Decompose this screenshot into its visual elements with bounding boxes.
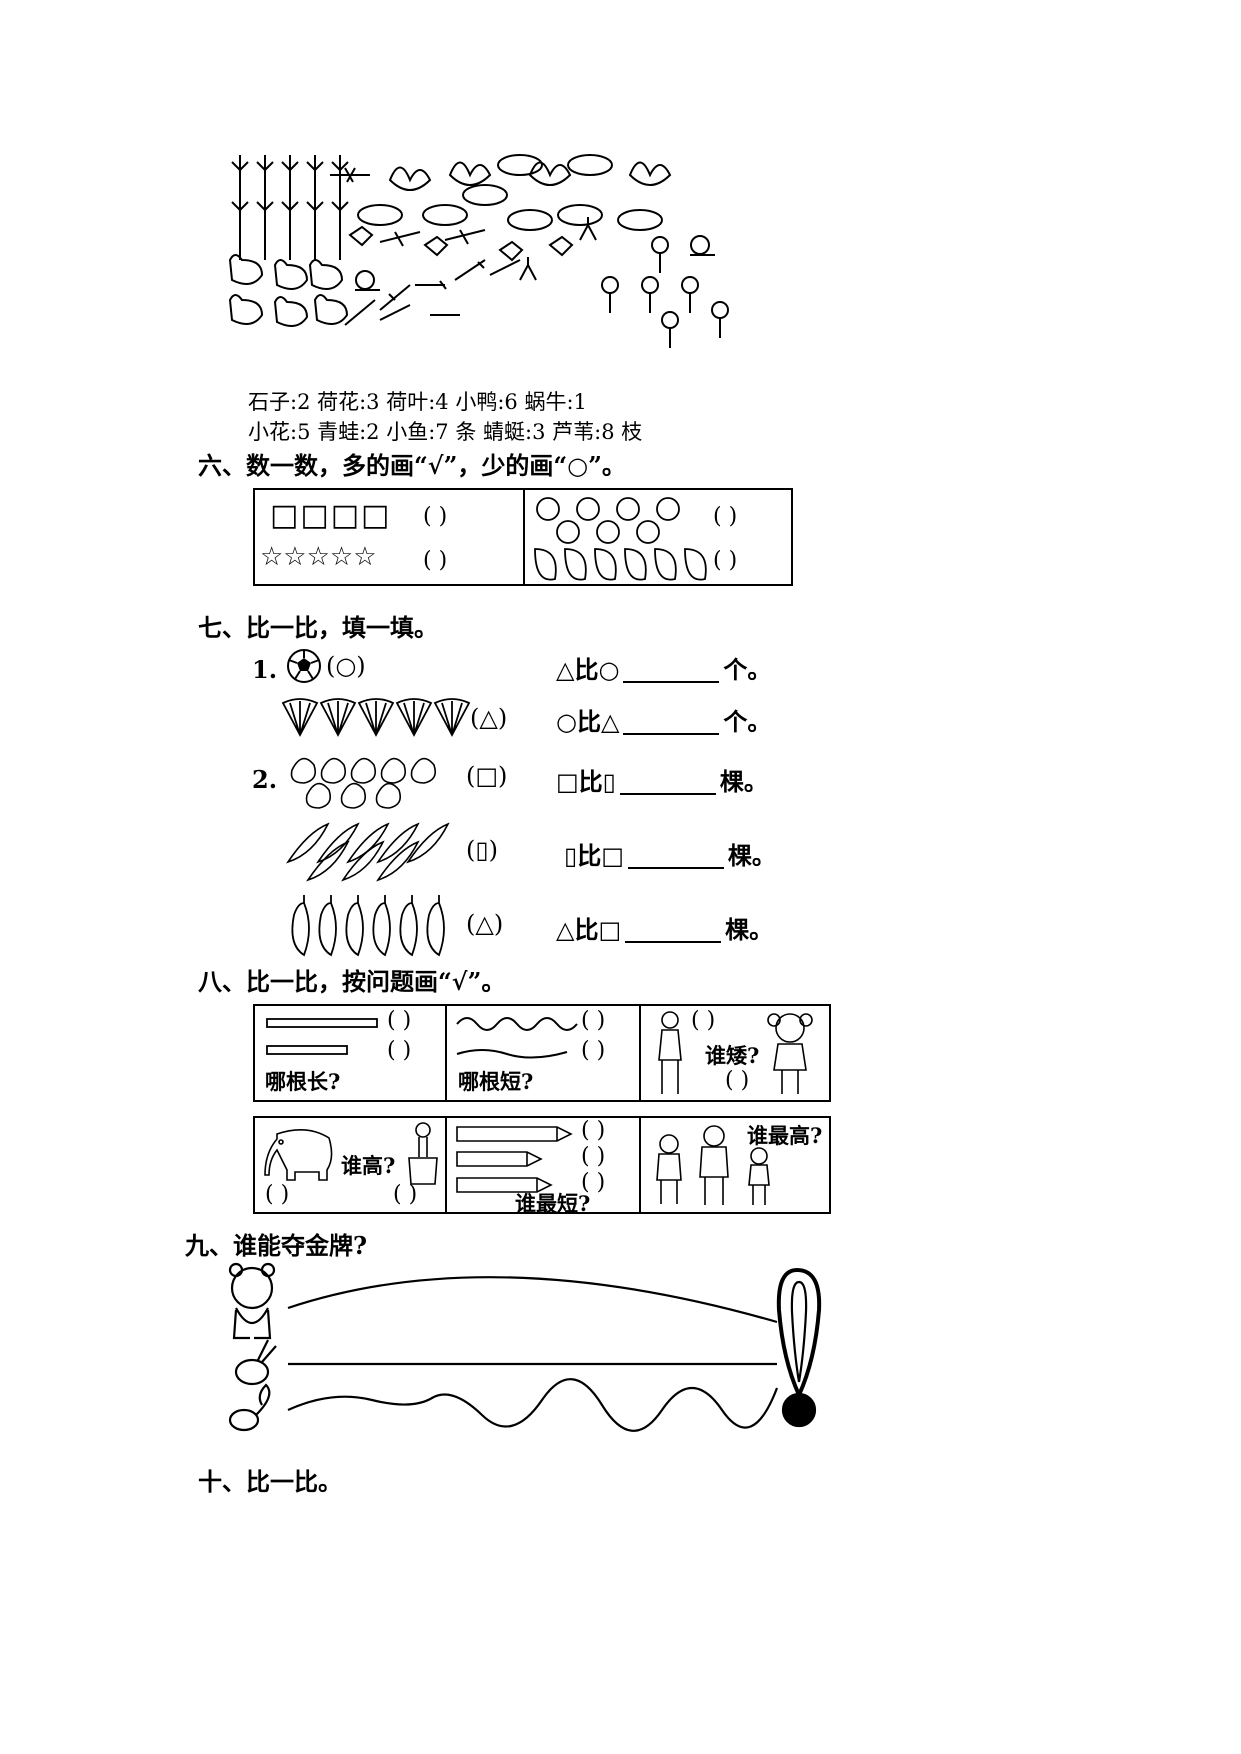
pencil-icon bbox=[456, 1126, 573, 1193]
compare-box-top: ( ) ( ) 哪根长? ( ) ( ) 哪根短? ( ) 谁矮? ( ) bbox=[253, 1004, 831, 1102]
eggplant-icon bbox=[291, 895, 445, 957]
question-label: 谁最短? bbox=[515, 1191, 591, 1216]
answer-paren[interactable]: ( ) bbox=[581, 1038, 606, 1063]
cabbage-icon bbox=[290, 757, 437, 809]
compare-text: ○比△ bbox=[556, 707, 620, 736]
scene-counts-line2: 小花:5 青蛙:2 小鱼:7 条 蜻蜓:3 芦苇:8 枝 bbox=[248, 420, 643, 444]
answer-paren[interactable]: ( ) bbox=[713, 548, 738, 573]
bear-icon bbox=[228, 1262, 276, 1340]
stick-icon bbox=[266, 1018, 378, 1055]
answer-blank[interactable] bbox=[627, 847, 724, 869]
question-label: 哪根短? bbox=[458, 1069, 534, 1094]
apple-icon bbox=[536, 497, 680, 544]
lotus-flower-icon bbox=[388, 161, 672, 191]
eggplant-tag: (△) bbox=[466, 910, 504, 938]
squares: □□□□ bbox=[270, 498, 392, 533]
answer-blank[interactable] bbox=[619, 773, 716, 795]
stone-icon bbox=[348, 225, 574, 262]
cucumber-tag: (▯) bbox=[466, 836, 498, 864]
unit: 个。 bbox=[723, 655, 772, 684]
question-label: 谁矮? bbox=[705, 1043, 760, 1068]
ball-tag: (○) bbox=[326, 652, 366, 680]
divider bbox=[523, 490, 525, 584]
answer-paren[interactable]: ( ) bbox=[581, 1118, 606, 1143]
answer-paren[interactable]: ( ) bbox=[581, 1144, 606, 1169]
answer-paren[interactable]: ( ) bbox=[393, 1182, 418, 1207]
fish-icon bbox=[344, 259, 521, 326]
answer-blank[interactable] bbox=[623, 661, 720, 683]
gold-medal-icon bbox=[776, 1267, 822, 1428]
answer-paren[interactable]: ( ) bbox=[423, 504, 448, 529]
girl-icon bbox=[767, 1013, 813, 1094]
unit: 棵。 bbox=[719, 767, 768, 796]
section10-title: 十、比一比。 bbox=[198, 1467, 342, 1496]
soccer-ball-icon bbox=[287, 649, 321, 683]
snail-icon bbox=[355, 235, 715, 291]
answer-paren[interactable]: ( ) bbox=[423, 548, 448, 573]
divider bbox=[639, 1118, 641, 1212]
frog-icon bbox=[519, 217, 597, 281]
question-label: 谁高? bbox=[341, 1153, 396, 1178]
question-label: 哪根长? bbox=[265, 1069, 341, 1094]
question-label: 谁最高? bbox=[747, 1123, 823, 1148]
question-number: 2. bbox=[252, 765, 278, 794]
lotus-leaf-icon bbox=[357, 154, 663, 231]
gold-medal-race-illustration bbox=[228, 1262, 822, 1432]
compare-box-bottom: 谁高? ( ) ( ) ( ) ( ) ( ) 谁最短? 谁最高? bbox=[253, 1116, 831, 1216]
compare-row3: □比▯ 棵。 bbox=[556, 762, 768, 797]
unit: 棵。 bbox=[727, 841, 776, 870]
answer-paren[interactable]: ( ) bbox=[581, 1170, 606, 1195]
divider bbox=[639, 1006, 641, 1100]
section9-title: 九、谁能夺金牌? bbox=[185, 1231, 368, 1260]
compare-row2: ○比△ 个。 bbox=[556, 702, 771, 737]
compare-text: △比□ bbox=[556, 915, 622, 944]
cucumber-icon bbox=[286, 822, 450, 882]
section6-count-box: □□□□ ( ) ☆☆☆☆☆ ( ) ( ) ( ) bbox=[253, 488, 793, 586]
boy-icon bbox=[658, 1011, 682, 1094]
wavy-line-icon bbox=[456, 1017, 578, 1059]
vegetable-tag: (□) bbox=[466, 762, 508, 790]
scene-counts-line1: 石子:2 荷花:3 荷叶:4 小鸭:6 蜗牛:1 bbox=[248, 390, 587, 414]
small-flower-icon bbox=[601, 236, 729, 348]
squirrel-icon bbox=[228, 1383, 271, 1432]
stars: ☆☆☆☆☆ bbox=[260, 542, 377, 572]
unit: 个。 bbox=[723, 707, 772, 736]
dragonfly-icon bbox=[330, 167, 486, 247]
answer-paren[interactable]: ( ) bbox=[387, 1008, 412, 1033]
fan-icon bbox=[281, 698, 471, 737]
unit: 棵。 bbox=[725, 915, 774, 944]
answer-blank[interactable] bbox=[625, 921, 722, 943]
answer-paren[interactable]: ( ) bbox=[725, 1068, 750, 1093]
compare-text: ▯比□ bbox=[564, 841, 624, 870]
section6-title: 六、数一数，多的画“√”，少的画“○”。 bbox=[198, 451, 626, 480]
answer-paren[interactable]: ( ) bbox=[265, 1182, 290, 1207]
rabbit-icon bbox=[234, 1339, 277, 1386]
answer-paren[interactable]: ( ) bbox=[713, 504, 738, 529]
answer-blank[interactable] bbox=[623, 713, 720, 735]
three-children-icon bbox=[656, 1125, 770, 1205]
divider bbox=[445, 1006, 447, 1100]
duck-icon bbox=[228, 254, 349, 327]
answer-paren[interactable]: ( ) bbox=[691, 1008, 716, 1033]
compare-text: △比○ bbox=[556, 655, 620, 684]
divider bbox=[445, 1118, 447, 1212]
section7-title: 七、比一比，填一填。 bbox=[198, 613, 438, 642]
section8-title: 八、比一比，按问题画“√”。 bbox=[198, 967, 506, 996]
compare-row1: △比○ 个。 bbox=[556, 650, 771, 685]
giraffe-on-stump-icon bbox=[408, 1122, 438, 1185]
reed-icon bbox=[231, 155, 349, 260]
compare-text: □比▯ bbox=[556, 767, 616, 796]
answer-paren[interactable]: ( ) bbox=[581, 1008, 606, 1033]
elephant-icon bbox=[264, 1129, 333, 1181]
answer-paren[interactable]: ( ) bbox=[387, 1038, 412, 1063]
pond-scene-illustration bbox=[228, 150, 750, 370]
compare-row5: △比□ 棵。 bbox=[556, 910, 773, 945]
question-number: 1. bbox=[252, 655, 278, 684]
compare-row4: ▯比□ 棵。 bbox=[564, 836, 776, 871]
fan-tag: (△) bbox=[470, 704, 508, 732]
pear-icon bbox=[534, 548, 707, 581]
